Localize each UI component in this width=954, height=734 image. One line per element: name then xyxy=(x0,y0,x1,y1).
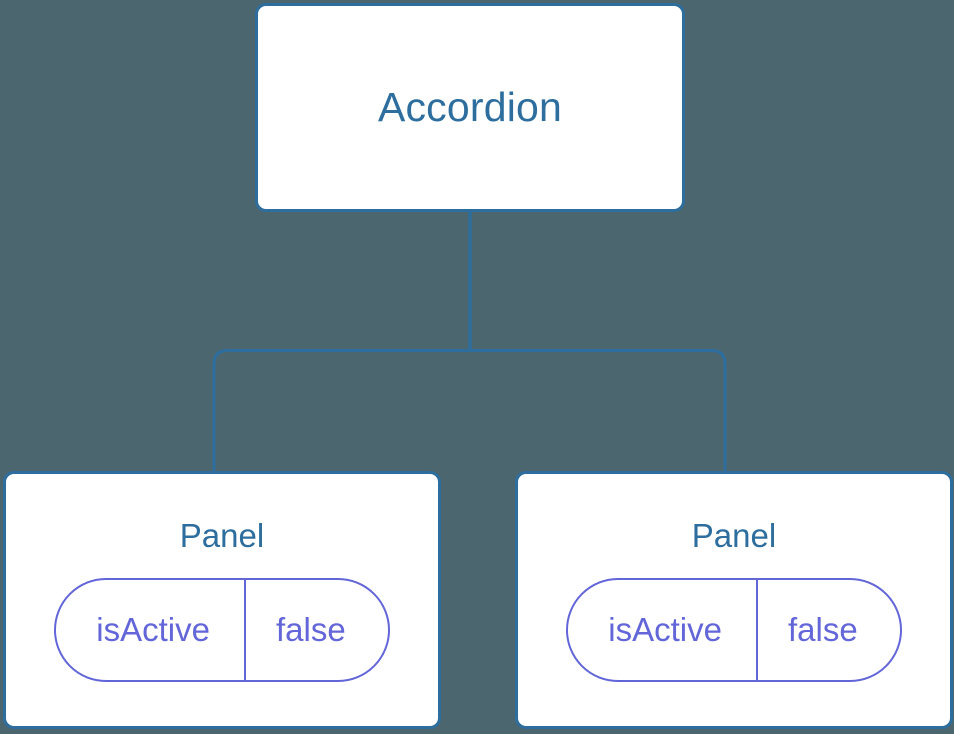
node-panel-1-prop-isactive[interactable]: isActive false xyxy=(566,578,902,682)
node-panel-1-prop-key: isActive xyxy=(568,580,758,680)
node-panel-0[interactable]: Panel isActive false xyxy=(3,471,441,729)
edge-accordion-to-panels-bus xyxy=(212,349,727,474)
node-panel-0-content: Panel isActive false xyxy=(6,474,438,726)
node-accordion[interactable]: Accordion xyxy=(255,3,685,212)
node-panel-1-content: Panel isActive false xyxy=(518,474,950,726)
node-panel-0-title: Panel xyxy=(179,517,265,554)
node-panel-1[interactable]: Panel isActive false xyxy=(515,471,953,729)
node-panel-0-prop-value: false xyxy=(275,611,346,648)
node-panel-0-prop-key: isActive xyxy=(56,580,246,680)
node-accordion-title: Accordion xyxy=(377,84,563,130)
node-panel-0-prop-isactive[interactable]: isActive false xyxy=(54,578,390,682)
node-panel-1-title: Panel xyxy=(691,517,777,554)
node-panel-1-prop-value: false xyxy=(787,611,858,648)
